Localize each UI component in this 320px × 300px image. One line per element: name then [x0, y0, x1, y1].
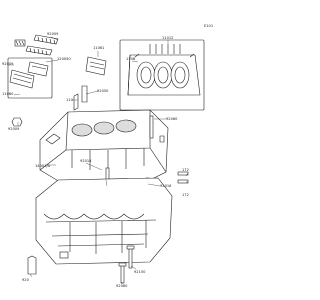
- small-parts-left: [11, 85, 88, 127]
- gasket-strip-2: [33, 34, 59, 45]
- upper-gasket: [85, 56, 107, 76]
- parts-diagram-stage: E101 92009 92009 120050 11060 110 92009 …: [2, 24, 214, 288]
- callout-14001a: 14001/A: [35, 164, 51, 168]
- callout-92060-bottom: 92060: [116, 284, 128, 288]
- lower-crankcase: [35, 177, 173, 265]
- callout-110-left: 110: [66, 98, 73, 102]
- callout-11060: 11060: [2, 92, 14, 96]
- upper-crankcase: [39, 109, 169, 183]
- callout-92014: 92014: [80, 159, 92, 163]
- callout-11061: 11061: [93, 46, 105, 50]
- bolts-bottom: [27, 245, 135, 284]
- gasket-kit-group: [7, 34, 59, 99]
- cylinder-block: [119, 39, 205, 111]
- gasket-strip-3: [25, 45, 53, 56]
- callout-92150: 92150: [134, 270, 146, 274]
- leader-lines: [8, 36, 189, 284]
- callout-92016: 92016: [160, 184, 172, 188]
- callout-172-upper: 172: [182, 168, 189, 172]
- callout-92009-left: 92009: [2, 62, 14, 66]
- callout-172-lower: 172: [182, 193, 189, 197]
- callout-92009-mid: 92009: [8, 127, 20, 131]
- callout-920: 920: [22, 278, 29, 282]
- gasket-strip-1: [14, 39, 26, 47]
- callout-92009-top: 92009: [47, 32, 59, 36]
- gasket-sheet-2: [27, 61, 49, 77]
- callout-110b: 110B: [126, 57, 136, 61]
- diagram-id-label: E101: [204, 24, 214, 28]
- gasket-sheet-1: [9, 69, 35, 89]
- crankcase-exploded-diagram: [7, 34, 205, 284]
- callout-92060: 92060: [166, 117, 178, 121]
- callout-11012: 11012: [162, 36, 174, 40]
- callout-92050: 92050: [97, 89, 109, 93]
- callout-120050: 120050: [57, 57, 71, 61]
